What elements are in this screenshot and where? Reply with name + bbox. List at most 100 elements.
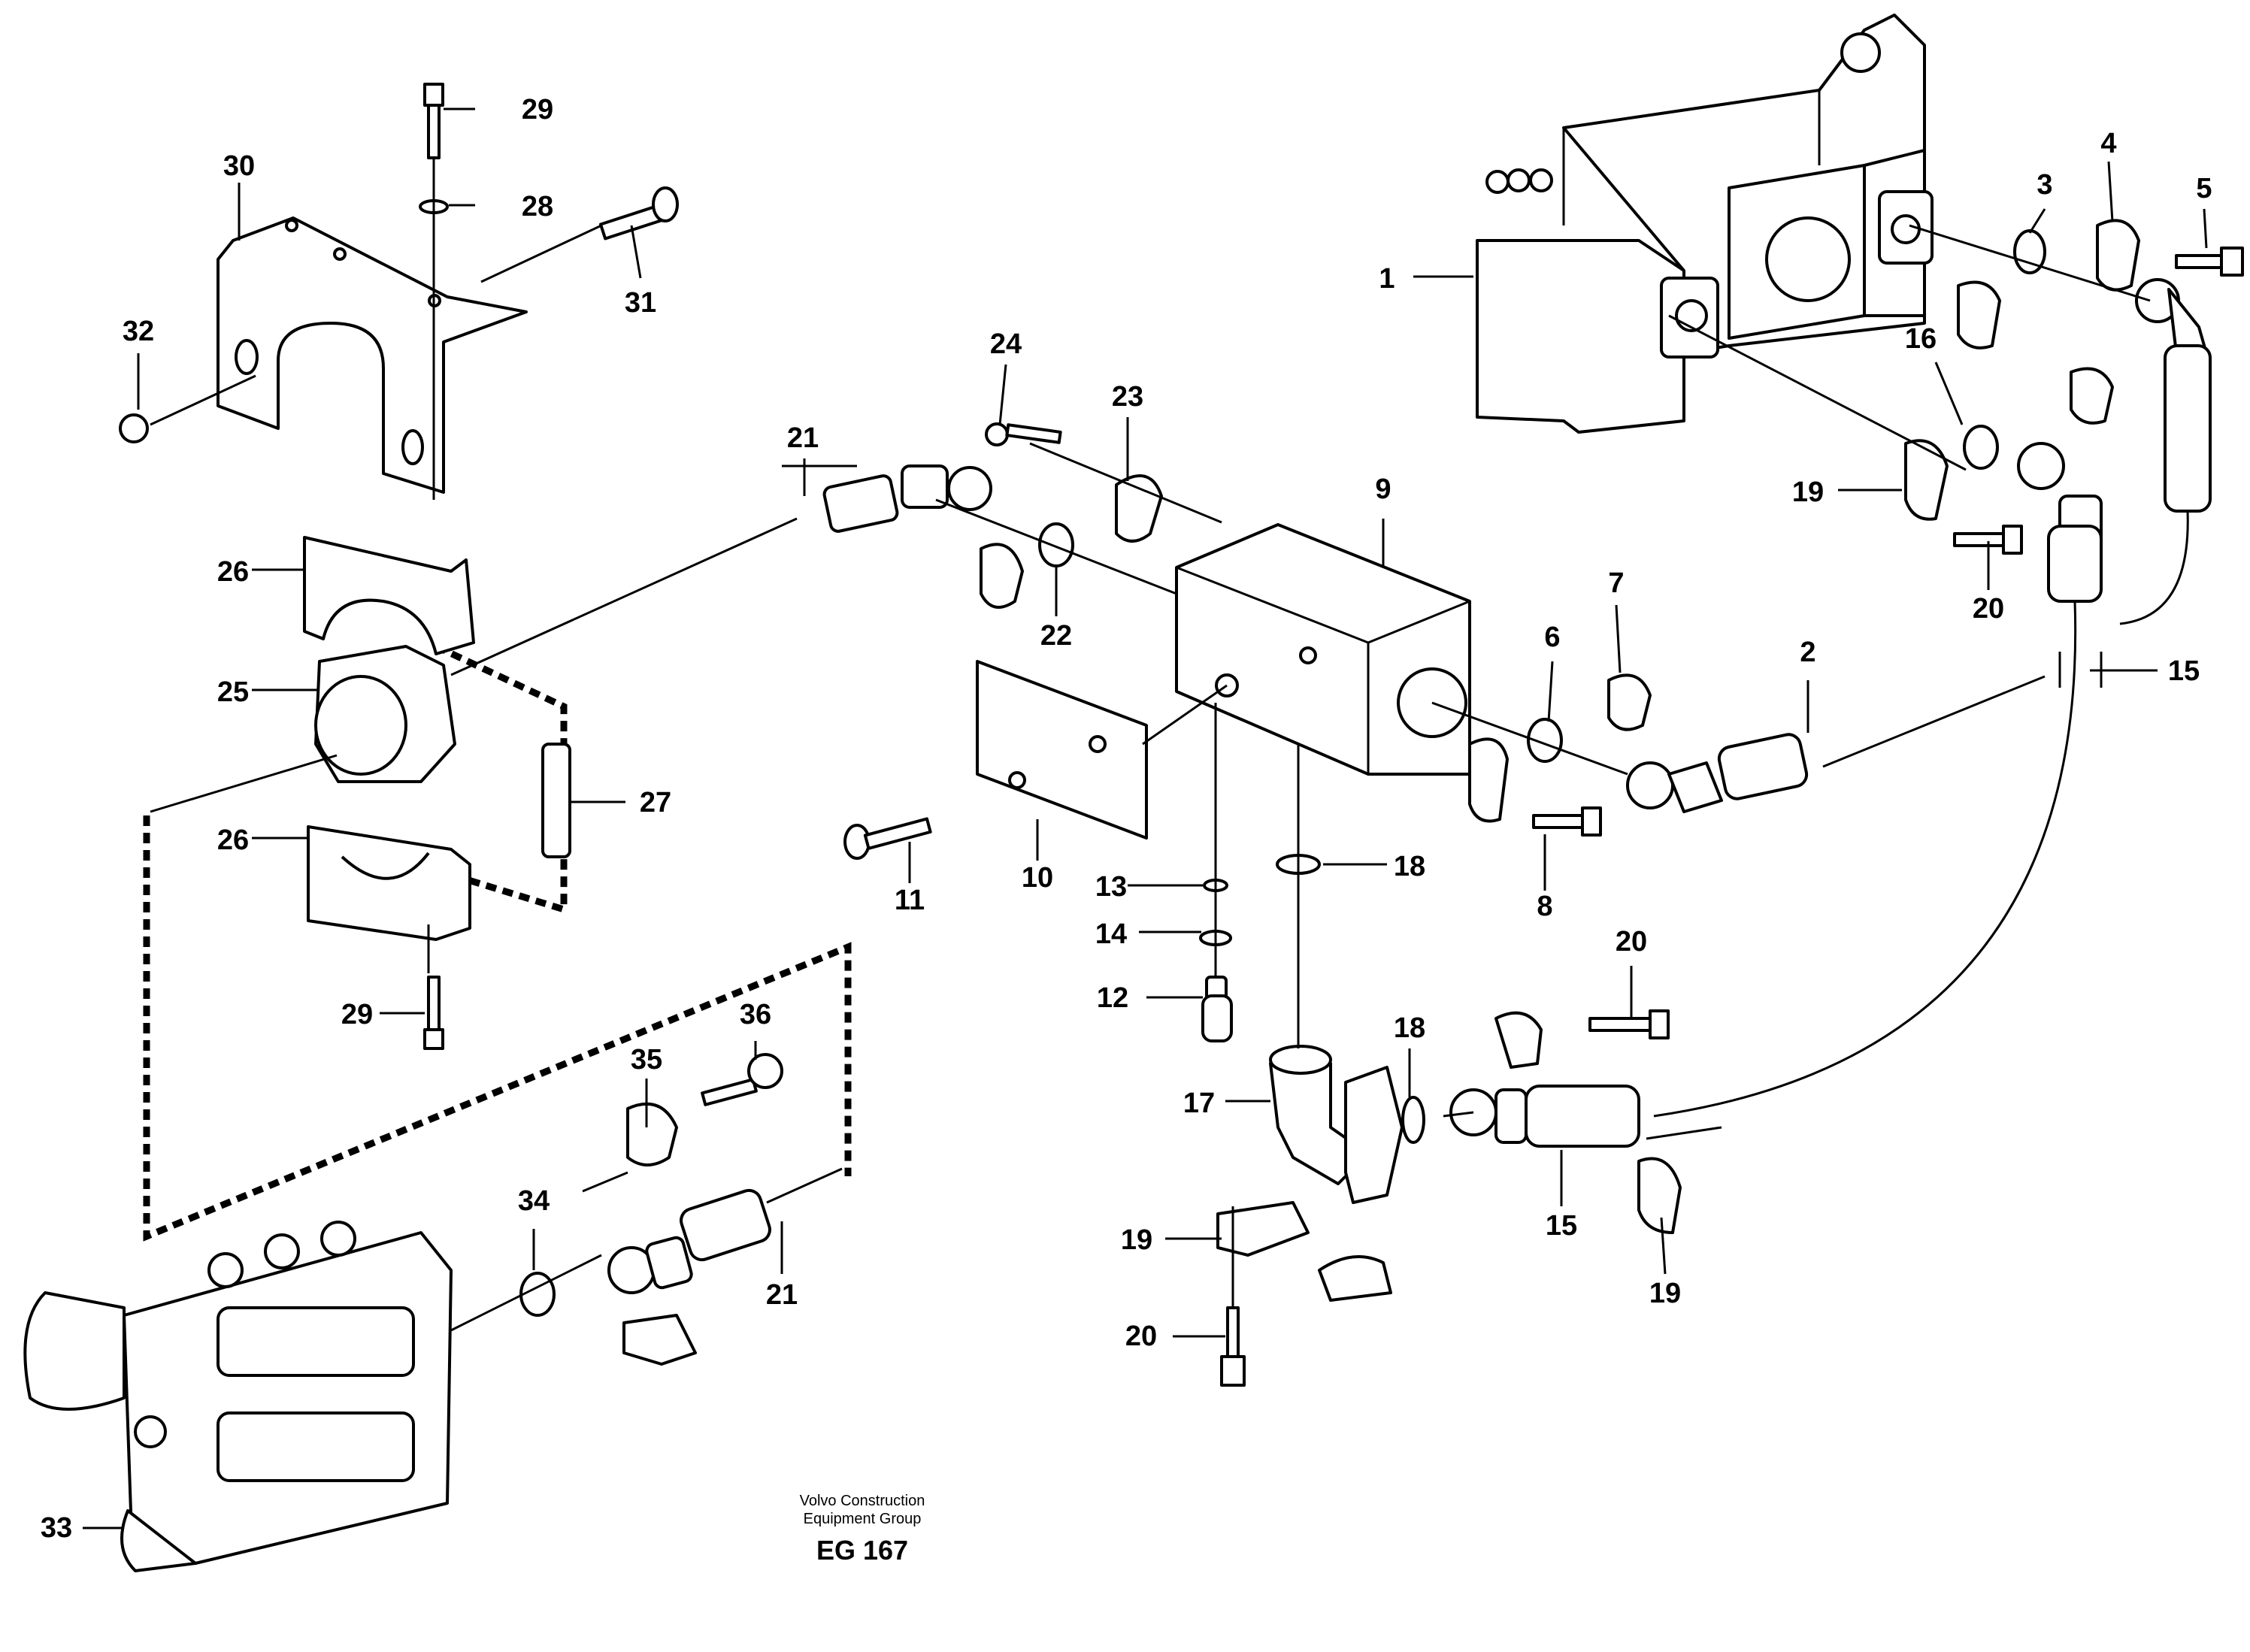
elbow-fitting-17 <box>1269 1045 1404 1204</box>
flange-half-4 <box>2096 219 2140 292</box>
callout-21-lower: 21 <box>766 1279 798 1311</box>
callout-35: 35 <box>631 1044 662 1076</box>
spacer-sleeve <box>541 743 571 858</box>
flange-half-35 <box>626 1102 678 1166</box>
callout-15-lower: 15 <box>1546 1210 1577 1242</box>
hose-21-upper <box>822 464 992 533</box>
flange-half-lower-b <box>1318 1255 1392 1302</box>
control-valve <box>23 1221 453 1572</box>
callout-20-lower: 20 <box>1125 1321 1157 1352</box>
bolt-29-bottom <box>423 976 444 1050</box>
connector-lines <box>150 158 2189 1332</box>
bolt-36 <box>701 1053 783 1106</box>
flange-half-right-a <box>1957 280 2001 349</box>
callout-34: 34 <box>518 1185 550 1217</box>
flange-half-right-b <box>2070 367 2114 425</box>
callout-9: 9 <box>1375 474 1391 505</box>
o-ring-34 <box>519 1272 556 1317</box>
bolt-29-top <box>423 83 444 159</box>
callout-31: 31 <box>625 287 656 319</box>
leader-lines <box>83 107 2208 1529</box>
callout-23: 23 <box>1112 381 1143 413</box>
callout-1: 1 <box>1379 263 1395 295</box>
bolt-20-upper <box>1953 525 2023 555</box>
hose-15-upper <box>2017 442 2103 603</box>
flange-half-19-upper <box>1904 439 1949 521</box>
callout-17: 17 <box>1183 1088 1215 1119</box>
o-ring-6 <box>1527 718 1563 763</box>
bolt-24 <box>985 422 1062 446</box>
callout-13: 13 <box>1095 871 1127 903</box>
callout-18-lower: 18 <box>1394 1012 1425 1044</box>
flange-half-20 <box>1494 1011 1543 1069</box>
callout-33: 33 <box>41 1512 72 1544</box>
bolt-8 <box>1532 806 1602 837</box>
footer-company-line2: Equipment Group <box>804 1511 922 1527</box>
hose-upper-right <box>2135 278 2212 513</box>
callout-28: 28 <box>522 191 553 222</box>
callout-3: 3 <box>2037 169 2052 201</box>
callout-36: 36 <box>740 999 771 1030</box>
callout-19-right: 19 <box>1649 1278 1681 1309</box>
pipe-clamp-center <box>314 645 456 783</box>
flange-half-lower-21 <box>980 543 1024 609</box>
callout-4: 4 <box>2100 128 2116 159</box>
o-ring-22 <box>1038 522 1074 567</box>
callout-11: 11 <box>895 885 925 916</box>
flange-half-8 <box>1468 737 1509 823</box>
flange-half-19-lower <box>1216 1201 1310 1257</box>
o-ring-18-lower <box>1401 1096 1425 1144</box>
o-ring-16 <box>1963 425 1999 470</box>
callout-7: 7 <box>1608 567 1624 599</box>
callout-29-bottom: 29 <box>341 999 373 1030</box>
callout-18-upper: 18 <box>1394 851 1425 882</box>
footer-figure-code: EG 167 <box>816 1535 908 1566</box>
callout-19-lower: 19 <box>1121 1224 1152 1256</box>
hose-2 <box>1626 733 1809 813</box>
callout-labels: 1 2 3 4 5 6 7 8 9 10 11 12 13 14 15 15 1… <box>41 94 2212 1544</box>
callout-29-top: 29 <box>522 94 553 126</box>
callout-21-upper: 21 <box>787 422 819 454</box>
bolt-31 <box>598 186 679 241</box>
flange-half-7 <box>1607 673 1652 731</box>
callout-20-upper: 20 <box>1973 593 2004 625</box>
test-nipple-12 <box>1201 976 1233 1042</box>
pipe-clamp-lower <box>307 825 471 941</box>
callout-22: 22 <box>1040 620 1072 652</box>
flange-half-lower-21 <box>622 1314 697 1366</box>
callout-15-right: 15 <box>2168 655 2200 687</box>
hose-21-lower <box>607 1188 771 1294</box>
callout-14: 14 <box>1095 918 1127 950</box>
callout-26-upper: 26 <box>217 556 249 588</box>
callout-12: 12 <box>1097 982 1128 1014</box>
cover-plate <box>976 660 1148 840</box>
o-ring-3 <box>2013 229 2046 274</box>
flange-clamp-23 <box>1115 474 1163 543</box>
pipe-clamp-upper <box>303 536 475 655</box>
callout-16: 16 <box>1905 323 1937 355</box>
callout-24: 24 <box>990 328 1022 360</box>
callout-5: 5 <box>2196 173 2212 204</box>
callout-8: 8 <box>1537 891 1552 922</box>
callout-32: 32 <box>123 316 154 347</box>
callout-30: 30 <box>223 150 255 182</box>
bolt-5 <box>2175 247 2244 277</box>
bolt-20-right <box>1588 1009 1670 1039</box>
mounting-bracket <box>217 216 528 494</box>
dashed-outline-valve <box>143 815 852 1242</box>
bolt-11 <box>843 817 932 860</box>
flange-half-19-right <box>1637 1157 1682 1234</box>
valve-block <box>1175 523 1471 776</box>
callout-6: 6 <box>1544 622 1560 653</box>
callout-25: 25 <box>217 676 249 708</box>
hose-15-lower <box>1449 1085 1640 1148</box>
callout-10: 10 <box>1022 862 1053 894</box>
bolt-20-lower <box>1220 1306 1246 1387</box>
hydraulic-pump <box>1476 14 1934 434</box>
callout-26-lower: 26 <box>217 824 249 856</box>
nut-32 <box>119 413 149 443</box>
footer: Volvo Construction Equipment Group EG 16… <box>800 1493 925 1566</box>
callout-19-upper: 19 <box>1792 477 1824 508</box>
callout-2: 2 <box>1800 637 1815 668</box>
